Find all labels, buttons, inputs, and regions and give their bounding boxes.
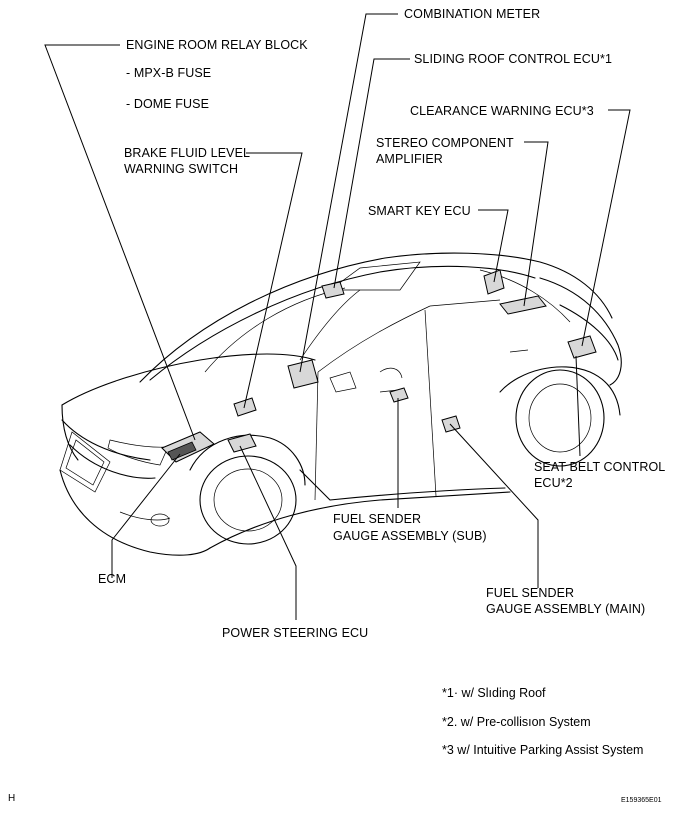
label-dome-fuse: - DOME FUSE — [126, 97, 210, 111]
label-brake-line1: BRAKE FLUID LEVEL — [124, 146, 251, 160]
label-smart-key-ecu: SMART KEY ECU — [368, 204, 471, 218]
footnote-1: *1· w/ Slıding Roof — [442, 686, 546, 700]
label-power-steering-ecu: POWER STEERING ECU — [222, 626, 369, 640]
footnote-2: *2. w/ Pre-collisıon System — [442, 715, 591, 729]
label-ecm: ECM — [98, 572, 127, 586]
label-clearance-warning-ecu: CLEARANCE WARNING ECU*3 — [410, 104, 594, 118]
footnote-3: *3 w/ Intuitive Parking Assist System — [442, 743, 644, 757]
label-brake-line2: WARNING SWITCH — [124, 162, 239, 176]
corner-mark: H — [8, 793, 16, 804]
leader-lines — [44, 13, 631, 620]
label-seat-belt-line2: ECU*2 — [534, 476, 573, 490]
label-combination-meter: COMBINATION METER — [404, 7, 541, 21]
label-stereo-line1: STEREO COMPONENT — [376, 136, 514, 150]
label-mpx-b-fuse: - MPX-B FUSE — [126, 66, 212, 80]
label-sliding-roof-ecu: SLIDING ROOF CONTROL ECU*1 — [414, 52, 612, 66]
label-engine-room-relay-block: ENGINE ROOM RELAY BLOCK — [126, 38, 308, 52]
label-stereo-line2: AMPLIFIER — [376, 152, 443, 166]
label-fuel-sub-line2: GAUGE ASSEMBLY (SUB) — [333, 529, 487, 543]
label-seat-belt-line1: SEAT BELT CONTROL — [534, 460, 666, 474]
label-fuel-main-line2: GAUGE ASSEMBLY (MAIN) — [486, 602, 646, 616]
component-markers — [161, 269, 597, 463]
label-fuel-main-line1: FUEL SENDER — [486, 586, 575, 600]
sheet-id: E159365E01 — [621, 797, 662, 804]
label-fuel-sub-line1: FUEL SENDER — [333, 512, 422, 526]
